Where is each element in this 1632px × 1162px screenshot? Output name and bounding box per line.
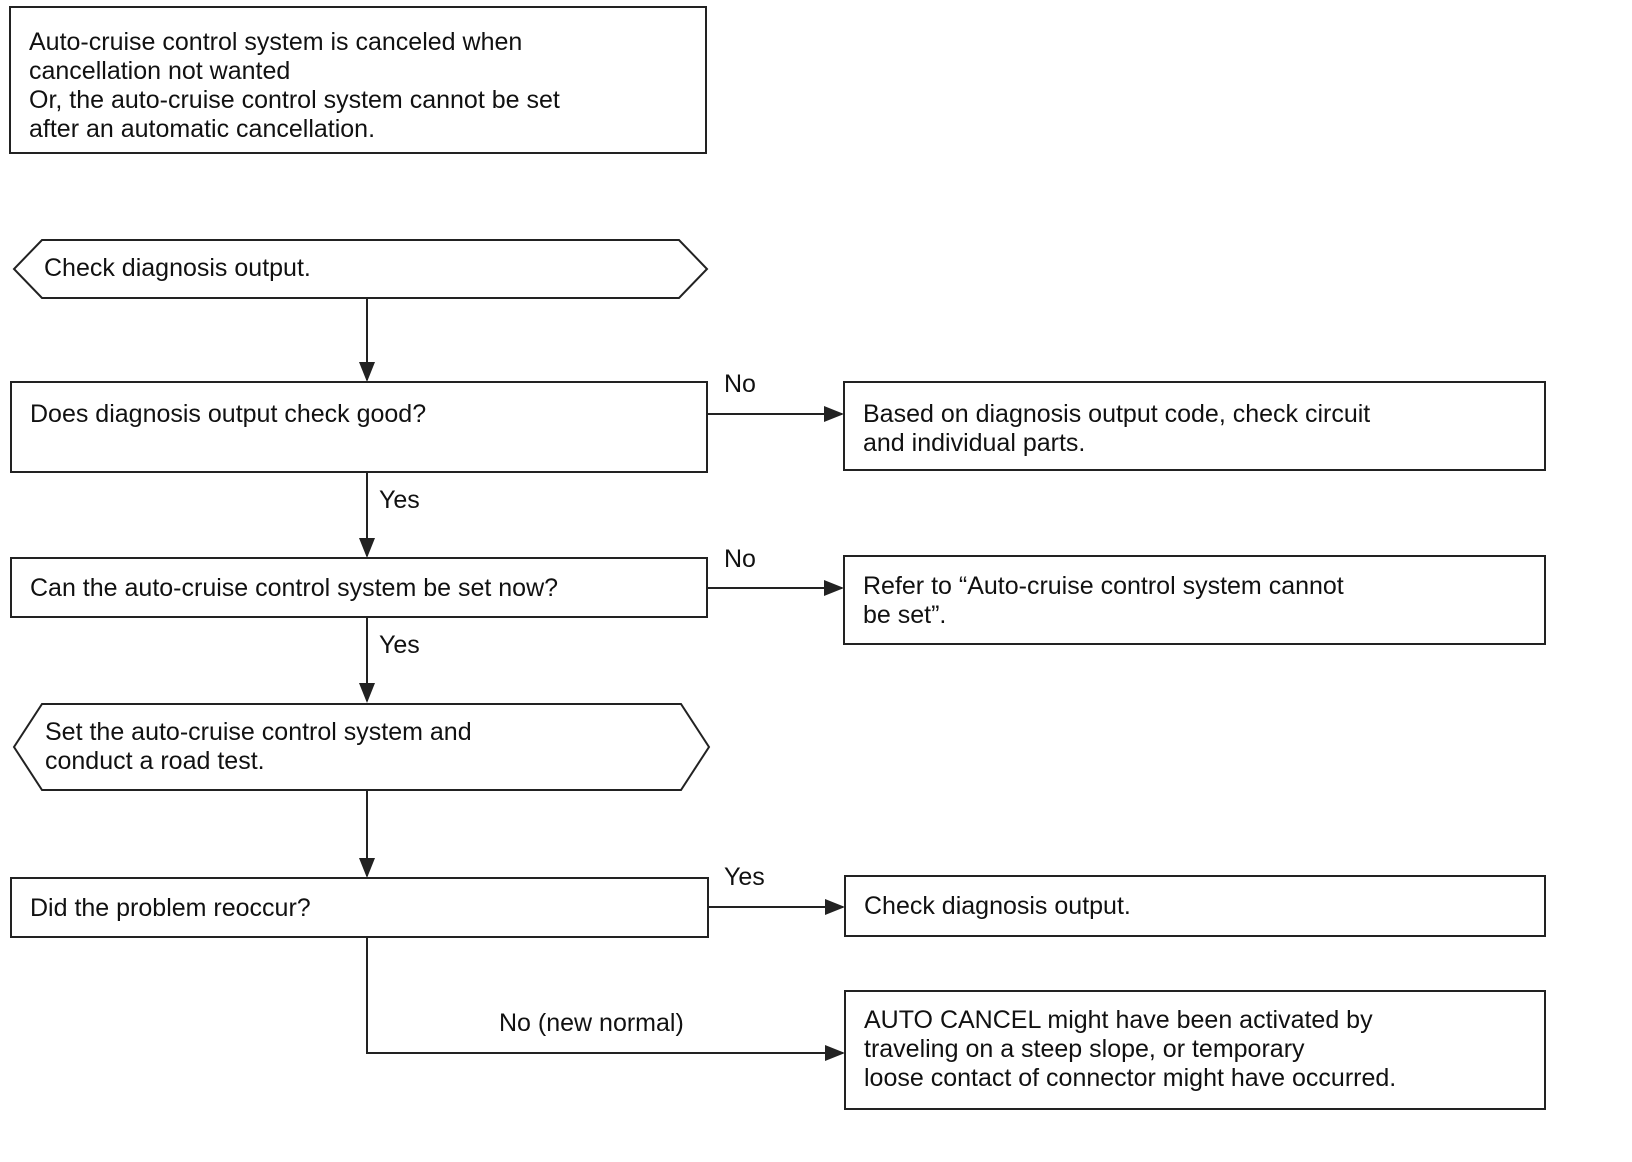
arrow-no-new-normal <box>366 936 845 1061</box>
output-check-good-question: Does diagnosis output check good? <box>10 381 708 473</box>
road-test-step: Set the auto-cruise control system and c… <box>12 702 711 792</box>
check-output-again-box: Check diagnosis output. <box>844 875 1546 937</box>
no-new-normal-label: No (new normal) <box>499 1009 684 1037</box>
check-diagnosis-output-text: Check diagnosis output. <box>44 254 311 282</box>
can-set-question: Can the auto-cruise control system be se… <box>10 557 708 618</box>
yes-label-3: Yes <box>724 863 765 891</box>
output-check-good-text: Does diagnosis output check good? <box>30 400 427 428</box>
no-label-2: No <box>724 545 756 573</box>
refer-cannot-set-box: Refer to “Auto-cruise control system can… <box>843 555 1546 645</box>
auto-cancel-box: AUTO CANCEL might have been activated by… <box>844 990 1546 1110</box>
check-diagnosis-output-step: Check diagnosis output. <box>12 238 709 300</box>
can-set-text: Can the auto-cruise control system be se… <box>30 574 559 602</box>
yes-label-1: Yes <box>379 486 420 514</box>
auto-cancel-text: AUTO CANCEL might have been activated by… <box>864 1006 1397 1092</box>
problem-reoccur-text: Did the problem reoccur? <box>30 894 311 922</box>
check-circuit-box: Based on diagnosis output code, check ci… <box>843 381 1546 471</box>
flowchart-connectors <box>359 298 845 1061</box>
refer-cannot-set-text: Refer to “Auto-cruise control system can… <box>863 572 1344 629</box>
no-label-1: No <box>724 370 756 398</box>
check-circuit-text: Based on diagnosis output code, check ci… <box>863 400 1371 457</box>
road-test-text: Set the auto-cruise control system and c… <box>45 718 472 775</box>
problem-reoccur-question: Did the problem reoccur? <box>10 877 709 938</box>
check-output-again-text: Check diagnosis output. <box>864 892 1131 920</box>
header-box-text: Auto-cruise control system is canceled w… <box>29 28 560 143</box>
yes-label-2: Yes <box>379 631 420 659</box>
header-box: Auto-cruise control system is canceled w… <box>9 6 707 154</box>
